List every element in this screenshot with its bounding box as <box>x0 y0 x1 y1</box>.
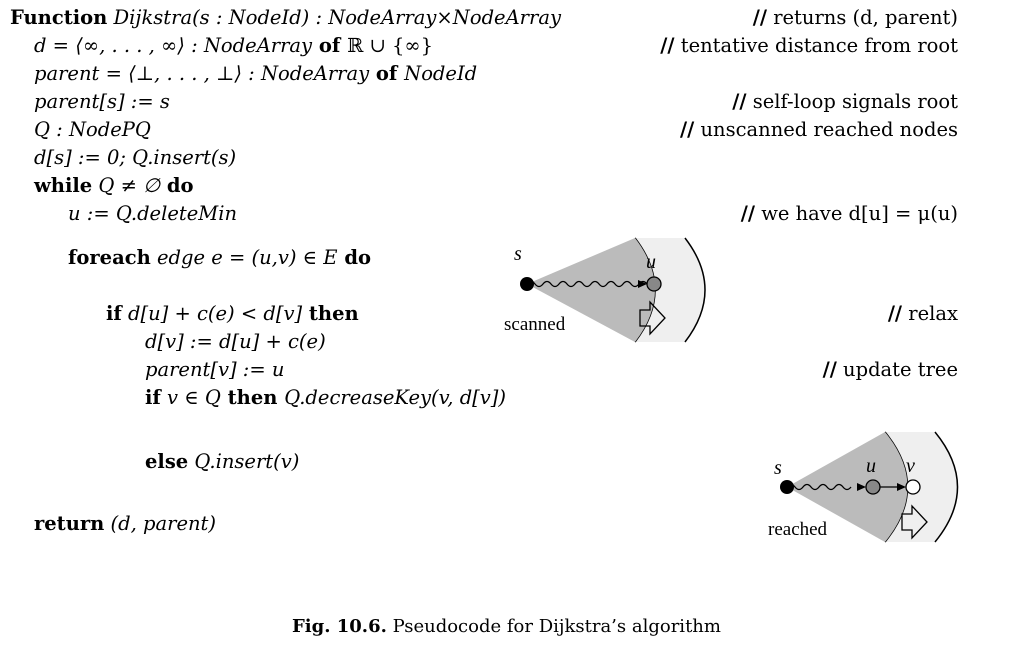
line-parent-s: parent[s] := s <box>34 90 170 114</box>
caption-prefix: Fig. 10.6. <box>292 616 387 637</box>
line-if-in-q: if v ∈ Q then Q.decreaseKey(v, d[v]) <box>145 386 506 410</box>
keyword: do <box>337 246 371 269</box>
path-wave <box>526 280 648 288</box>
node-u <box>865 479 881 495</box>
code: ℝ ∪ {∞} <box>347 34 434 57</box>
reached-diagram: s u v reached <box>768 431 959 543</box>
keyword: then <box>220 386 285 409</box>
code: Q ≠ ∅ <box>98 174 161 197</box>
comment-tentative: // tentative distance from root <box>660 34 958 57</box>
line-dv-assign: d[v] := d[u] + c(e) <box>145 330 326 354</box>
code: Q : NodePQ <box>34 118 151 141</box>
code: Q.decreaseKey(v, d[v]) <box>284 386 507 409</box>
arrowhead <box>897 483 906 491</box>
keyword: return <box>34 512 105 535</box>
keyword: then <box>302 302 359 325</box>
outer-region <box>635 238 705 342</box>
line-foreach: foreach edge e = (u,v) ∈ E do <box>68 246 371 270</box>
scanned-cone <box>527 238 655 342</box>
label-u: u <box>866 455 876 477</box>
code: d[u] + c(e) < d[v] <box>128 302 303 325</box>
comment-returns: // returns (d, parent) <box>752 6 958 29</box>
line-else: else Q.insert(v) <box>145 450 299 474</box>
expand-arrow-icon <box>901 504 928 540</box>
scanned-diagram: s u scanned <box>504 237 706 343</box>
node-u <box>646 276 662 292</box>
outer-boundary <box>934 431 959 543</box>
label-s: s <box>774 457 782 479</box>
line-if-relax: if d[u] + c(e) < d[v] then <box>106 302 359 326</box>
comment-update-tree: // update tree <box>822 358 958 381</box>
line-d-init: d = ⟨∞, . . . , ∞⟩ : NodeArray of ℝ ∪ {∞… <box>34 34 433 58</box>
keyword: while <box>34 174 93 197</box>
code: d[v] := d[u] + c(e) <box>145 330 326 353</box>
keyword: of <box>369 62 405 85</box>
code: d = ⟨∞, . . . , ∞⟩ : NodeArray <box>34 34 313 57</box>
keyword: else <box>145 450 189 473</box>
label-reached: reached <box>768 519 828 540</box>
code: NodeId <box>404 62 478 85</box>
code: Q.insert(v) <box>194 450 300 473</box>
node-s <box>520 277 534 291</box>
label-s: s <box>514 243 522 265</box>
line-function: Function Dijkstra(s : NodeId) : NodeArra… <box>10 6 561 30</box>
reached-cone <box>787 432 908 542</box>
label-u: u <box>646 251 656 273</box>
arrowhead <box>638 280 647 288</box>
comment-unscanned: // unscanned reached nodes <box>680 118 958 141</box>
caption-text: Pseudocode for Dijkstra’s algorithm <box>386 616 721 637</box>
code: edge e = (u,v) ∈ E <box>156 246 338 269</box>
keyword: Function <box>10 6 108 29</box>
code: parent[v] := u <box>145 358 285 381</box>
keyword: if <box>145 386 161 409</box>
line-parent-v: parent[v] := u <box>145 358 284 382</box>
line-while: while Q ≠ ∅ do <box>34 174 194 198</box>
code: (d, parent) <box>110 512 216 535</box>
node-v <box>905 479 921 495</box>
line-parent-init: parent = ⟨⊥, . . . , ⊥⟩ : NodeArray of N… <box>34 62 477 86</box>
code: u := Q.deleteMin <box>68 202 238 225</box>
arrowhead <box>857 483 866 491</box>
code: v ∈ Q <box>167 386 221 409</box>
comment-we-have: // we have d[u] = μ(u) <box>740 202 958 225</box>
keyword: do <box>160 174 194 197</box>
figure-caption: Fig. 10.6. Pseudocode for Dijkstra’s alg… <box>0 615 1013 639</box>
label-scanned: scanned <box>504 314 566 335</box>
line-deletemin: u := Q.deleteMin <box>68 202 237 226</box>
comment-relax: // relax <box>887 302 958 325</box>
label-v: v <box>906 455 915 477</box>
path-wave <box>786 483 852 491</box>
line-ds-insert: d[s] := 0; Q.insert(s) <box>34 146 236 170</box>
code: parent = ⟨⊥, . . . , ⊥⟩ : NodeArray <box>34 62 370 85</box>
keyword: if <box>106 302 122 325</box>
code: parent[s] := s <box>34 90 170 113</box>
line-return: return (d, parent) <box>34 512 216 536</box>
keyword: of <box>312 34 348 57</box>
keyword: foreach <box>68 246 151 269</box>
comment-self-loop: // self-loop signals root <box>732 90 958 113</box>
signature: Dijkstra(s : NodeId) : NodeArray×NodeArr… <box>113 6 561 29</box>
line-q-decl: Q : NodePQ <box>34 118 151 142</box>
expand-arrow-icon <box>639 300 666 336</box>
outer-boundary <box>684 237 706 343</box>
node-s <box>780 480 794 494</box>
code: d[s] := 0; Q.insert(s) <box>34 146 237 169</box>
